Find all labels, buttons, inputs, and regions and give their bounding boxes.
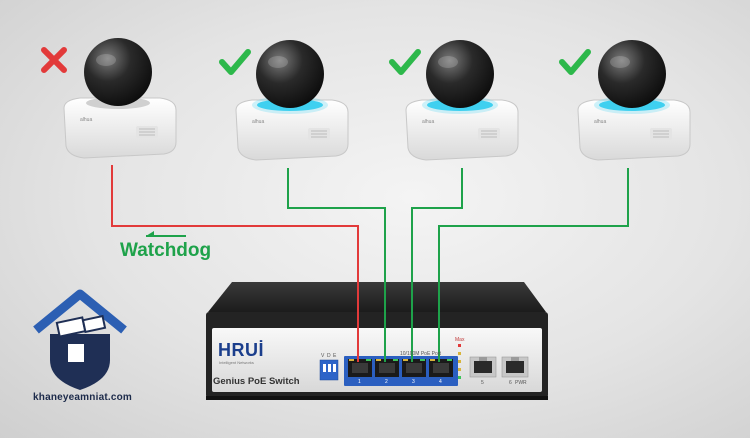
port-number-2: 2 [385, 379, 388, 385]
switch-brand: HRUİ [218, 340, 264, 360]
camera-base [405, 99, 519, 161]
camera-base [63, 97, 177, 159]
status-leds [458, 344, 461, 379]
watchdog-arrow-icon [146, 231, 186, 237]
port-number-3: 3 [412, 379, 415, 385]
switch-brand-subtitle: Intelligent Networks [219, 360, 254, 365]
status-check-icon [389, 49, 421, 75]
logo-url: khaneyeamniat.com [33, 392, 132, 403]
port-3 [402, 359, 426, 377]
camera-dome [256, 40, 324, 108]
camera-4: alhua [577, 40, 691, 161]
svg-text:alhua: alhua [594, 119, 606, 125]
port-number-5: 5 [481, 380, 484, 386]
camera-2: alhua [235, 40, 349, 161]
status-check-icon [559, 49, 591, 75]
dip-switch [319, 359, 339, 381]
camera-dome [598, 40, 666, 108]
port-number-4: 4 [439, 379, 442, 385]
status-check-icon [219, 49, 251, 75]
max-label: Max [455, 337, 465, 343]
svg-text:alhua: alhua [422, 119, 434, 125]
camera-dome [84, 38, 152, 106]
dip-label-d: D [327, 353, 331, 359]
pwr-label: PWR [515, 380, 527, 386]
switch-model: Genius PoE Switch [213, 376, 300, 387]
poe-switch [206, 282, 548, 400]
port-2 [375, 359, 399, 377]
status-cross-icon [41, 47, 67, 73]
port-1 [348, 359, 372, 377]
port-number-6: 6 [509, 380, 512, 386]
port-number-1: 1 [358, 379, 361, 385]
svg-text:alhua: alhua [252, 119, 264, 125]
dip-label-v: V [321, 353, 325, 359]
port-5 [469, 356, 497, 378]
watchdog-cable-camera-1 [111, 165, 359, 362]
camera-base [577, 99, 691, 161]
cable-camera-3 [411, 168, 463, 362]
switch-top [208, 282, 546, 312]
port-6 [501, 356, 529, 378]
cable-camera-2 [287, 168, 386, 362]
camera-dome [426, 40, 494, 108]
dip-label-e: E [333, 353, 337, 359]
house-shield-logo-icon [33, 289, 127, 390]
svg-text:alhua: alhua [80, 117, 92, 123]
poe-port-label: 10/100M PoE Port [400, 351, 441, 357]
cable-camera-4 [438, 168, 629, 362]
camera-3: alhua [405, 40, 519, 161]
camera-1: alhua [63, 38, 177, 159]
port-4 [429, 359, 453, 377]
camera-base [235, 99, 349, 161]
watchdog-label: Watchdog [120, 240, 212, 261]
